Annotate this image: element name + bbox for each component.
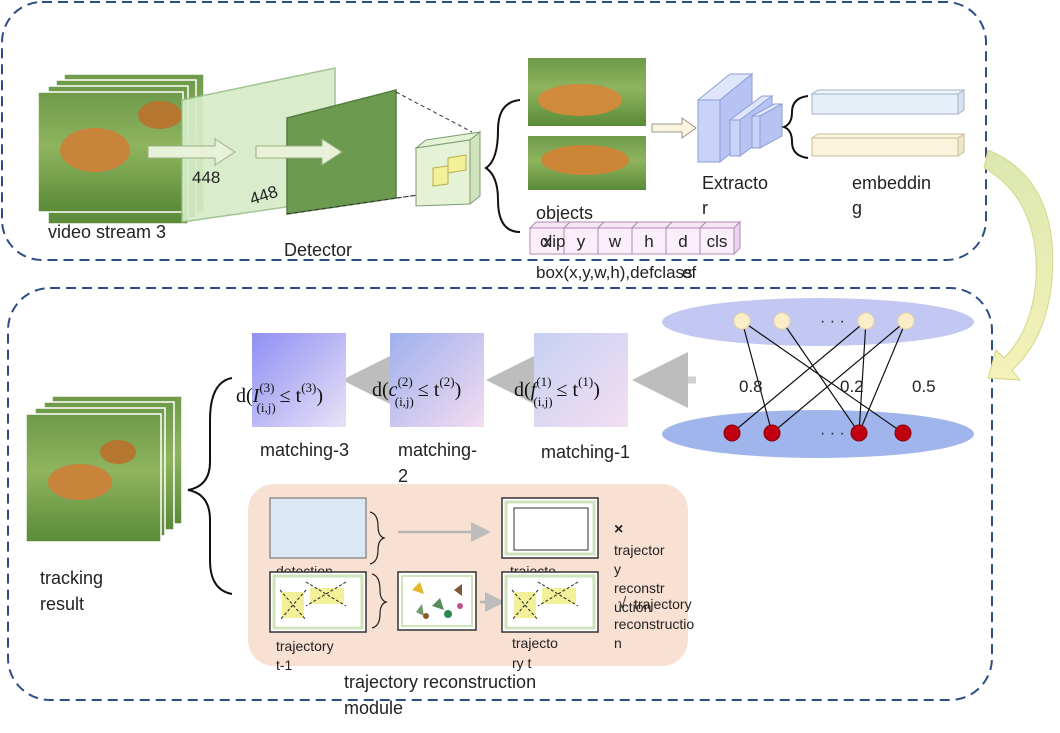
box-field-overlay: clip xyxy=(540,232,566,251)
top-panel xyxy=(1,1,987,261)
box-field-cell: h xyxy=(630,221,674,255)
result-brace xyxy=(187,377,233,595)
trajectory-t-box xyxy=(501,571,599,633)
box-field-label: x xyxy=(543,232,552,251)
matching-2-panel xyxy=(390,333,484,427)
ok-text-3: n xyxy=(614,635,622,651)
detector-label: Detector xyxy=(284,240,352,260)
extractor-label-1: Extracto xyxy=(702,173,768,193)
embedding-label-2: g xyxy=(852,198,862,218)
ok-mark: √ xyxy=(618,595,627,612)
trajectory-prev-box xyxy=(269,571,367,633)
extractor-label-2: r xyxy=(702,198,708,218)
bipartite-graph xyxy=(662,298,974,458)
trajectory-t-label-2: ry t xyxy=(512,655,532,671)
box-field-cell: y xyxy=(562,221,606,255)
embedding-label-1: embeddin xyxy=(852,173,931,193)
weight-label-2: 0.2 xyxy=(840,377,864,396)
embedding-to-graph-arrow xyxy=(983,149,1054,381)
box-field-cell: d xyxy=(664,221,708,255)
module-brace-upper xyxy=(369,511,386,565)
extractor-network xyxy=(696,72,783,164)
box-field-cell: cls xyxy=(698,220,742,256)
objects-brace xyxy=(484,99,521,233)
fail-text-2: y xyxy=(614,561,621,577)
module-brace-lower xyxy=(371,573,388,629)
embedding-bars xyxy=(810,89,966,157)
tracking-result-label-2: result xyxy=(40,594,84,614)
matching-1-label: matching-1 xyxy=(541,442,630,462)
matching-1-panel xyxy=(534,333,628,427)
weight-label-3: 0.5 xyxy=(912,377,936,396)
box-field-label: y xyxy=(577,232,586,251)
matching-2-label-2: 2 xyxy=(398,466,408,486)
trajectory-prev-label-2: t-1 xyxy=(276,657,293,673)
weight-label-1: 0.8 xyxy=(739,377,763,396)
tracking-result-label-1: tracking xyxy=(40,568,103,588)
box-field-overlay-2: ef xyxy=(682,263,696,282)
graph-dots-bottom: · · · xyxy=(820,425,845,442)
detection-box xyxy=(269,497,367,559)
ok-text-1: trajectory xyxy=(634,596,692,612)
object-crops xyxy=(528,58,646,190)
fail-text-1: trajector xyxy=(614,542,665,558)
matching-2-label-1: matching- xyxy=(398,440,477,460)
fail-text-3: reconstr xyxy=(614,580,665,596)
reconstruction-scatter-box xyxy=(397,571,477,631)
box-caption: box(x,y,w,h),defclass xyxy=(536,263,693,282)
module-caption-1: trajectory reconstruction xyxy=(344,672,536,692)
extractor-arrow xyxy=(651,117,697,139)
embedding-brace xyxy=(781,95,809,159)
size-label-front: 448 xyxy=(192,168,220,187)
matching-3-panel xyxy=(252,333,346,427)
ok-text-2: reconstructio xyxy=(614,616,694,632)
module-caption-2: module xyxy=(344,698,403,718)
detector-block xyxy=(147,67,482,223)
video-stream-label: video stream 3 xyxy=(48,222,166,242)
objects-label: objects xyxy=(536,203,593,223)
box-field-label: h xyxy=(644,232,653,251)
trajectory-prev-label-1: trajectory xyxy=(276,638,334,654)
fail-mark: × xyxy=(614,521,623,538)
box-field-label: w xyxy=(608,232,622,251)
trajectory-out-box xyxy=(501,497,599,559)
tracking-result-frames xyxy=(25,395,183,543)
trajectory-t-label-1: trajecto xyxy=(512,635,558,651)
box-field-label: cls xyxy=(707,232,728,251)
matching-3-label: matching-3 xyxy=(260,440,349,460)
box-field-label: d xyxy=(678,232,687,251)
box-fields-row: x y w h d cls xyxy=(528,220,742,256)
fail-text-4: uction xyxy=(614,599,651,615)
box-field-cell: w xyxy=(596,221,640,255)
bottom-panel xyxy=(7,287,993,701)
graph-dots-top: · · · xyxy=(820,313,845,330)
